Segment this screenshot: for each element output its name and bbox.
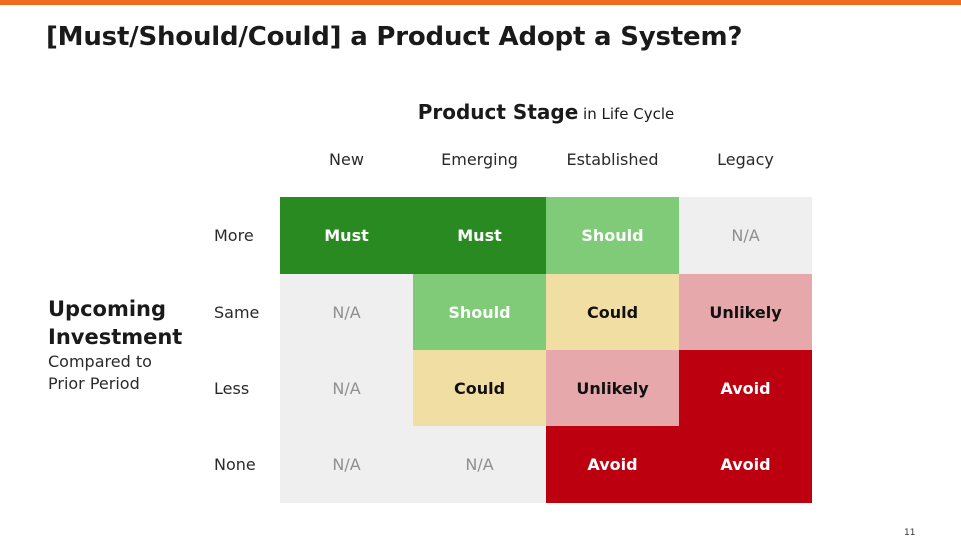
matrix-cell: Avoid bbox=[546, 426, 679, 503]
x-axis-title: Product Stage in Life Cycle bbox=[280, 100, 812, 124]
matrix-cell: Could bbox=[413, 350, 546, 426]
page-number: 11 bbox=[904, 528, 916, 538]
matrix-cell: Must bbox=[413, 197, 546, 274]
matrix-cell: N/A bbox=[413, 426, 546, 503]
matrix-cell: Avoid bbox=[679, 426, 812, 503]
row-header-less: Less bbox=[214, 379, 250, 398]
matrix-cell: Should bbox=[546, 197, 679, 274]
matrix-cell: N/A bbox=[280, 274, 413, 350]
row-header-none: None bbox=[214, 455, 256, 474]
y-axis-label: Upcoming Investment bbox=[48, 297, 183, 349]
matrix-cell: Could bbox=[546, 274, 679, 350]
x-axis-sublabel: in Life Cycle bbox=[578, 105, 675, 123]
column-header-new: New bbox=[329, 150, 364, 169]
matrix-cell: Should bbox=[413, 274, 546, 350]
column-header-legacy: Legacy bbox=[717, 150, 774, 169]
row-header-same: Same bbox=[214, 303, 260, 322]
x-axis-label: Product Stage bbox=[417, 100, 579, 124]
matrix-cell: N/A bbox=[280, 426, 413, 503]
row-header-more: More bbox=[214, 226, 254, 245]
matrix-cell: Avoid bbox=[679, 350, 812, 426]
y-axis-title: Upcoming Investment Compared to Prior Pe… bbox=[48, 295, 218, 395]
column-header-established: Established bbox=[566, 150, 659, 169]
matrix-cell: Unlikely bbox=[546, 350, 679, 426]
column-header-emerging: Emerging bbox=[441, 150, 518, 169]
accent-bar bbox=[0, 0, 961, 5]
slide-title: [Must/Should/Could] a Product Adopt a Sy… bbox=[46, 22, 743, 52]
matrix-cell: N/A bbox=[280, 350, 413, 426]
y-axis-sublabel: Compared to Prior Period bbox=[48, 352, 152, 393]
matrix-cell: Unlikely bbox=[679, 274, 812, 350]
matrix-cell: N/A bbox=[679, 197, 812, 274]
matrix-cell: Must bbox=[280, 197, 413, 274]
